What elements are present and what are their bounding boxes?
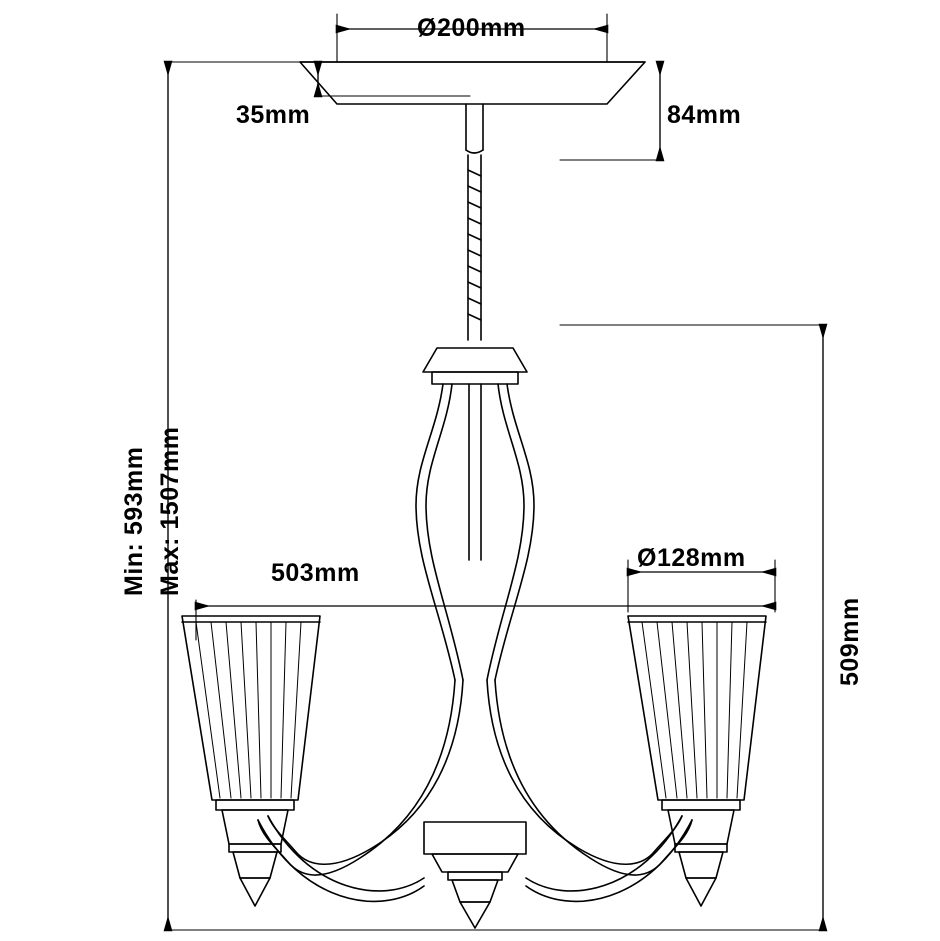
body-frame <box>415 383 535 681</box>
dimension-label-fixture-width: 503mm <box>271 559 360 587</box>
shade-left <box>181 615 321 907</box>
dimension-label-canopy-diameter: Ø200mm <box>417 14 526 42</box>
dimension-label-fixture-height: 509mm <box>836 597 864 686</box>
dimension-lines <box>163 24 828 932</box>
body-upper-bell <box>422 347 528 561</box>
dimension-label-max-height: Max: 1507mm <box>156 426 184 596</box>
center-finial <box>257 815 693 929</box>
shade-right <box>627 615 767 907</box>
extension-lines <box>167 13 824 931</box>
dimension-label-canopy-depth: 84mm <box>667 101 742 129</box>
dimension-label-min-height: Min: 593mm <box>120 446 148 596</box>
suspension-rod <box>465 103 484 341</box>
ceiling-canopy <box>299 61 646 105</box>
dimension-label-canopy-height: 35mm <box>236 101 311 129</box>
dimension-label-shade-diameter: Ø128mm <box>637 544 746 572</box>
